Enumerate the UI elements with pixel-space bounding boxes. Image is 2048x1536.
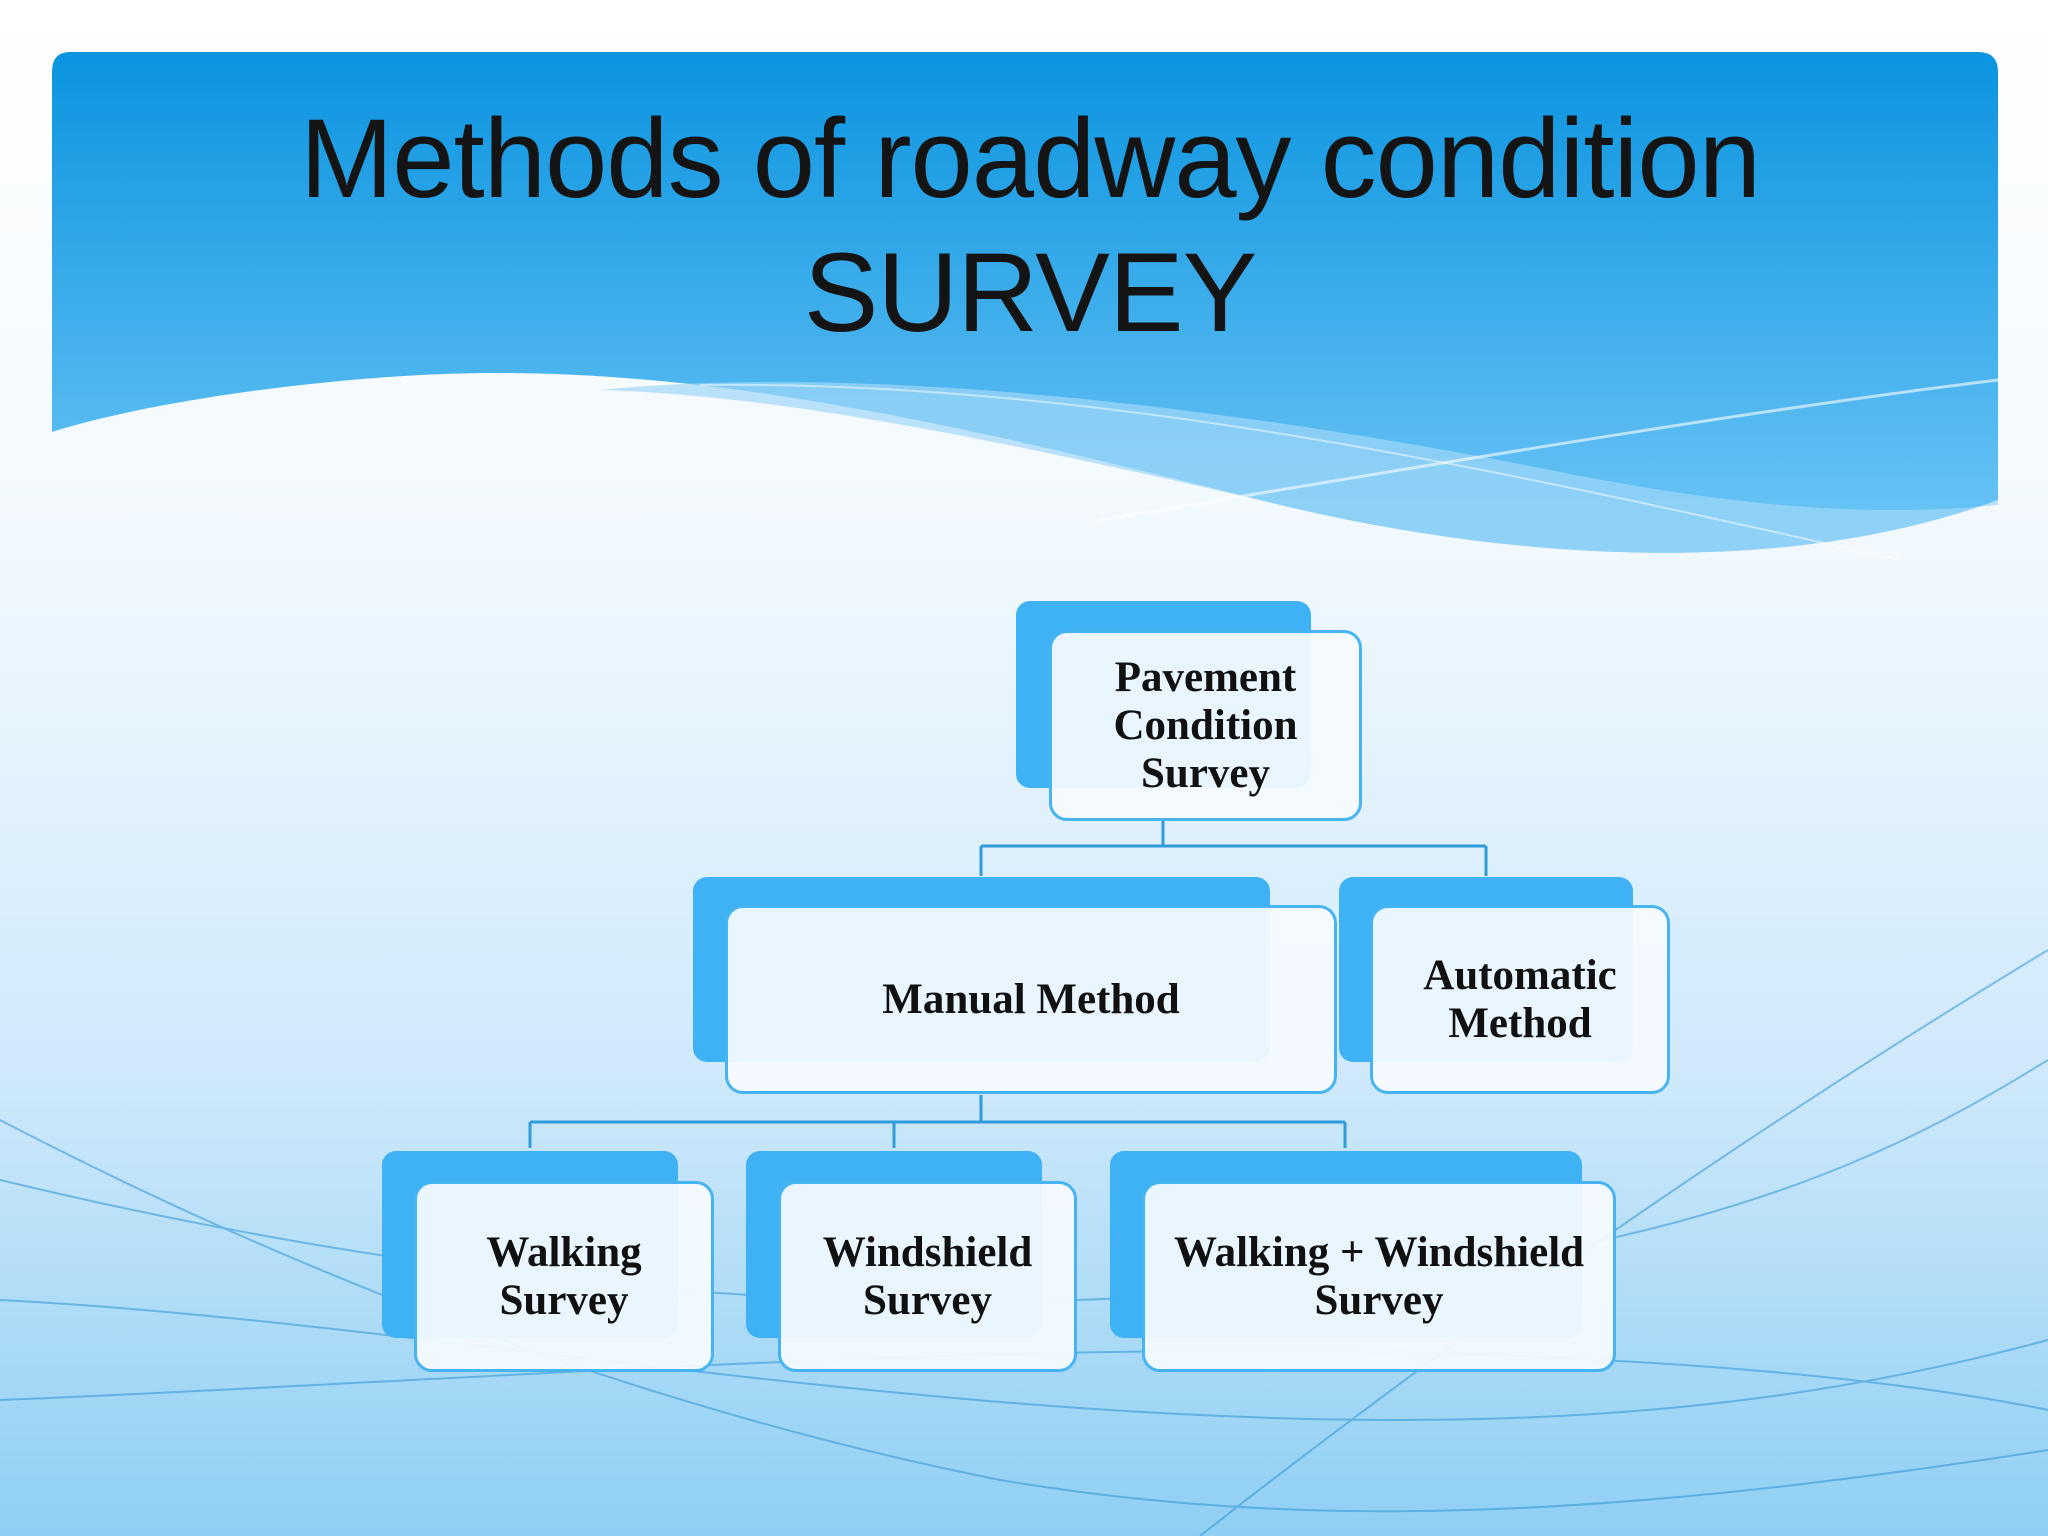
node-label: Windshield Survey xyxy=(822,1228,1033,1324)
slide-title: Methods of roadway condition SURVEY xyxy=(200,92,1860,360)
node-label: Manual Method xyxy=(882,975,1180,1023)
title-line-2: SURVEY xyxy=(803,230,1258,355)
node-label: Automatic Method xyxy=(1423,951,1617,1047)
node-label: Walking Survey xyxy=(486,1228,642,1324)
title-line-1: Methods of roadway condition xyxy=(300,96,1761,221)
node-label: Pavement Condition Survey xyxy=(1113,653,1298,797)
node-label: Walking + Windshield Survey xyxy=(1173,1228,1585,1324)
